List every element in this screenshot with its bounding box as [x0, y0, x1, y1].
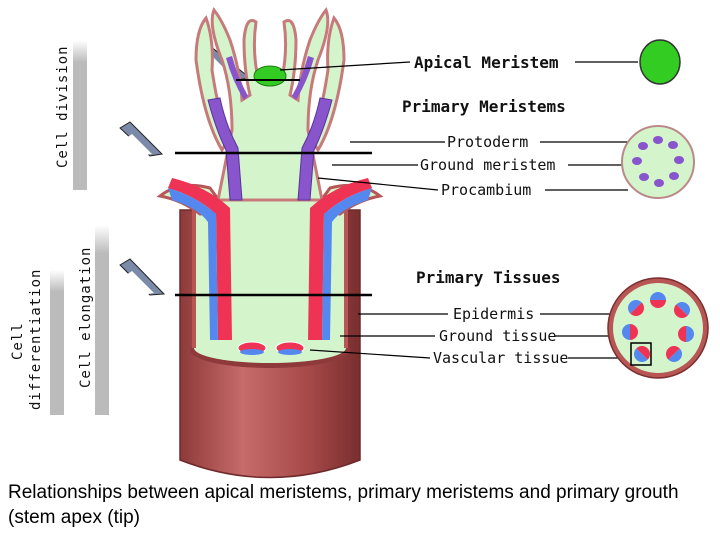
label-apical-meristem: Apical Meristem: [414, 53, 559, 72]
vascular-bundles: [622, 292, 694, 362]
label-primary-tissues: Primary Tissues: [416, 268, 561, 287]
cell-division-label: Cell division: [55, 45, 71, 168]
label-procambium: Procambium: [441, 181, 531, 199]
label-ground-tissue: Ground tissue: [439, 327, 556, 345]
cell-differentiation-label-1: Cell: [10, 322, 26, 360]
vascular-bundle-cross-sections: [237, 341, 305, 355]
cross-section-primary-tissues: [607, 277, 709, 379]
cell-differentiation-label-2: differentiation: [28, 269, 44, 410]
procambium-strands: [207, 56, 333, 201]
cross-section-apical: [639, 39, 681, 85]
figure-caption: Relationships between apical meristems, …: [8, 482, 679, 528]
section-knife-icon: [119, 258, 166, 296]
cell-elongation-label: Cell elongation: [78, 247, 94, 388]
vascular-strands: [168, 178, 372, 340]
label-vascular-tissue: Vascular tissue: [433, 349, 568, 367]
label-epidermis: Epidermis: [453, 305, 534, 323]
section-knife-icon: [119, 121, 164, 157]
label-protoderm: Protoderm: [447, 133, 528, 151]
apical-meristem-dome: [253, 65, 287, 87]
label-primary-meristems: Primary Meristems: [402, 97, 566, 116]
label-ground-meristem: Ground meristem: [420, 156, 555, 174]
vascular-bundle-highlight-box: [630, 342, 652, 366]
cross-section-primary-meristems: [621, 125, 695, 199]
cell-division-bar: [73, 40, 87, 190]
cell-differentiation-bar: [50, 270, 64, 415]
cell-elongation-bar: [95, 225, 109, 415]
